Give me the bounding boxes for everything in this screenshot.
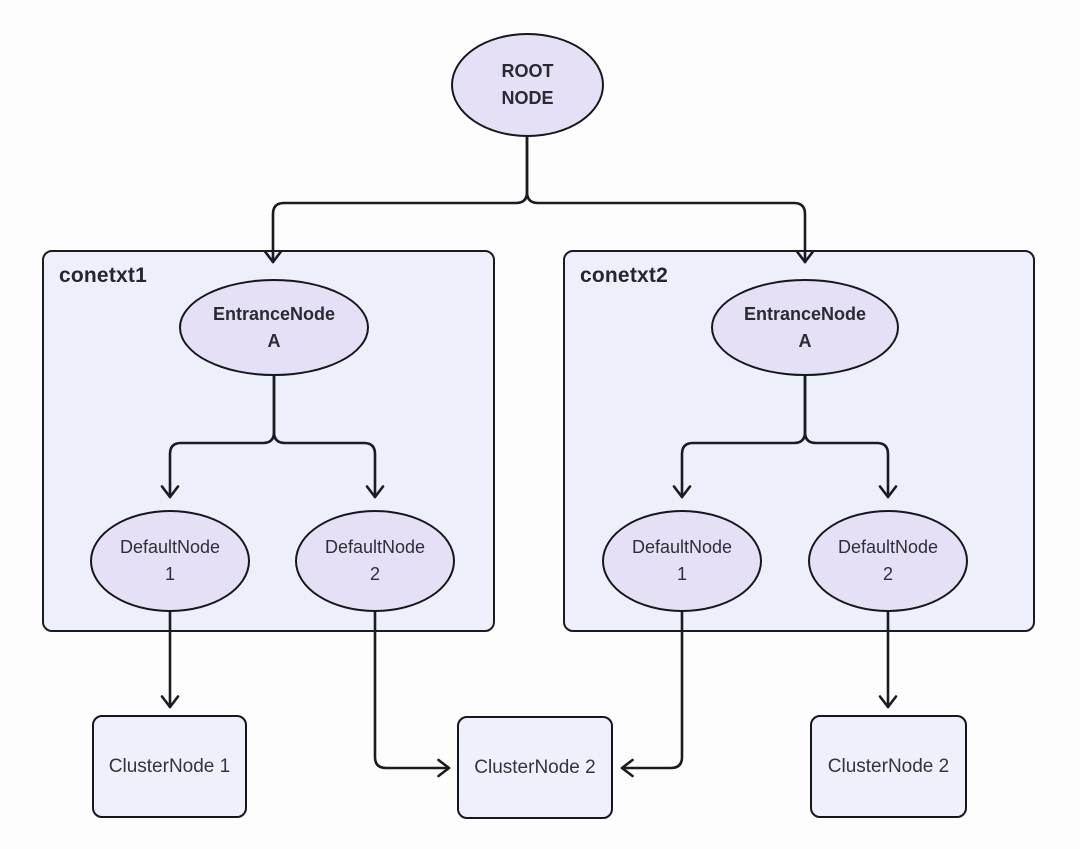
node-cluster1-label: ClusterNode 1: [108, 755, 231, 777]
node-c1-default1-line2: 1: [164, 564, 175, 584]
node-c1-default1-line1: DefaultNode: [119, 537, 221, 557]
node-cluster2-middle: ClusterNode 2: [457, 716, 613, 819]
node-c2-entrance-line1: EntranceNode: [743, 303, 867, 324]
node-c2-default1-line1: DefaultNode: [631, 537, 733, 557]
node-c1-entrance-line2: A: [267, 330, 281, 351]
node-c1-default2-line2: 2: [369, 564, 380, 584]
node-root-label-line1: ROOT: [501, 61, 554, 81]
edge-c2-default1-to-cluster2: [620, 610, 684, 778]
node-c2-default1: DefaultNode 1: [602, 510, 762, 612]
node-cluster1: ClusterNode 1: [92, 715, 247, 818]
node-c1-entrance-line1: EntranceNode: [212, 303, 336, 324]
node-c1-default2-line1: DefaultNode: [324, 537, 426, 557]
node-c1-entrance: EntranceNode A: [179, 279, 369, 376]
edge-root-to-conetxt1-entrance: [263, 135, 529, 264]
node-root-label-line2: NODE: [501, 88, 554, 108]
node-cluster2-right-label: ClusterNode 2: [827, 755, 950, 777]
node-root: ROOT NODE: [451, 33, 604, 137]
node-c1-default2: DefaultNode 2: [295, 510, 455, 612]
edge-c1-default2-to-cluster2: [373, 610, 451, 778]
node-c1-default1: DefaultNode 1: [90, 510, 250, 612]
node-c2-default2-line1: DefaultNode: [837, 537, 939, 557]
node-c2-default1-line2: 1: [676, 564, 687, 584]
edge-root-to-conetxt2-entrance: [525, 135, 815, 264]
node-c2-entrance-line2: A: [798, 330, 812, 351]
node-c2-default2-line2: 2: [882, 564, 893, 584]
node-c2-default2: DefaultNode 2: [808, 510, 968, 612]
node-c2-entrance: EntranceNode A: [711, 279, 899, 376]
container-conetxt2-label: conetxt2: [580, 264, 668, 287]
node-cluster2-right: ClusterNode 2: [810, 715, 967, 818]
node-cluster2-middle-label: ClusterNode 2: [474, 756, 596, 778]
container-conetxt1-label: conetxt1: [59, 264, 147, 287]
